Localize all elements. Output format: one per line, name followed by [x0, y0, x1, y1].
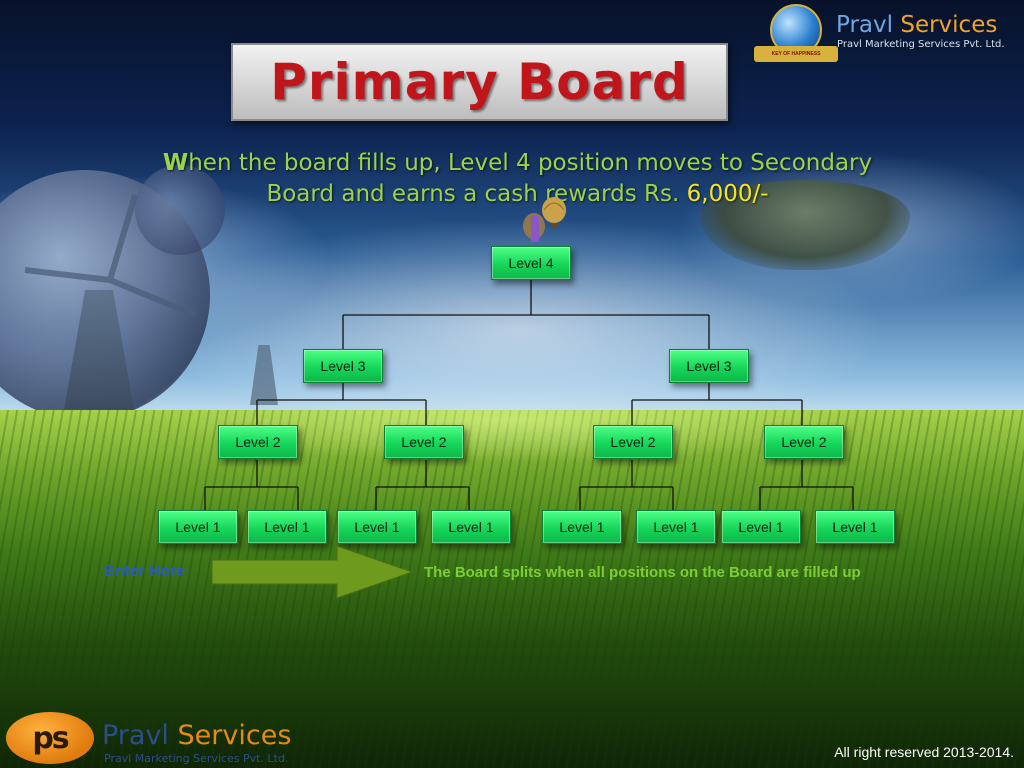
brand-name-bottom-part2: Services [177, 720, 292, 751]
description-text: hen the board fills up, Level 4 position… [188, 150, 873, 207]
brand-subtitle-top: Pravl Marketing Services Pvt. Ltd. [837, 39, 1005, 50]
ps-logo-icon: ps [6, 712, 94, 764]
brand-subtitle-bottom: Pravl Marketing Services Pvt. Ltd. [104, 752, 289, 765]
hot-air-balloon-icon [523, 197, 566, 242]
node-level1-7: Level 1 [721, 510, 801, 544]
board-description: When the board fills up, Level 4 positio… [150, 148, 885, 210]
node-level2-3: Level 2 [593, 425, 673, 459]
node-level1-1: Level 1 [158, 510, 238, 544]
brand-logo-bottom: ps Pravl Services Pravl Marketing Servic… [6, 708, 326, 768]
node-level1-6: Level 1 [636, 510, 716, 544]
copyright-text: All right reserved 2013-2014. [834, 744, 1014, 760]
node-level1-5: Level 1 [542, 510, 622, 544]
brand-name-part1: Pravl [836, 12, 894, 38]
node-level2-1: Level 2 [218, 425, 298, 459]
brand-name-bottom-part1: Pravl [102, 720, 169, 751]
board-split-note: The Board splits when all positions on t… [424, 564, 861, 581]
node-level4: Level 4 [491, 246, 571, 280]
brand-name-bottom: Pravl Services [102, 720, 291, 751]
enter-here-link[interactable]: Enter Here [104, 563, 185, 580]
grass-field-background [0, 410, 1024, 768]
right-arrow-icon [212, 545, 414, 599]
description-first-letter: W [162, 150, 189, 176]
brand-name-top: Pravl Services [836, 12, 997, 38]
windmill-blades-graphic [24, 194, 197, 318]
node-level1-3: Level 1 [337, 510, 417, 544]
ps-badge-text: ps [32, 720, 69, 756]
brand-name-part2: Services [900, 12, 998, 38]
node-level2-4: Level 2 [764, 425, 844, 459]
node-level1-2: Level 1 [247, 510, 327, 544]
brand-logo-top: KEY OF HAPPINESS Pravl Services Pravl Ma… [752, 2, 1024, 66]
floating-island-graphic [700, 180, 910, 270]
node-level3-left: Level 3 [303, 349, 383, 383]
reward-amount: 6,000/- [686, 181, 769, 207]
page-title: Primary Board [270, 53, 689, 111]
title-box: Primary Board [231, 43, 728, 121]
node-level3-right: Level 3 [669, 349, 749, 383]
node-level1-8: Level 1 [815, 510, 895, 544]
logo-ribbon: KEY OF HAPPINESS [754, 46, 838, 62]
node-level1-4: Level 1 [431, 510, 511, 544]
moon-graphic [135, 165, 225, 255]
node-level2-2: Level 2 [384, 425, 464, 459]
